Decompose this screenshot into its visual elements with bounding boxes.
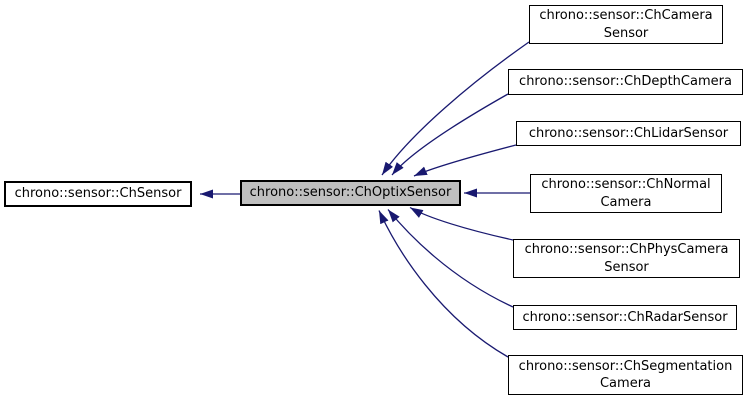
class-node-chradarsensor[interactable]: chrono::sensor::ChRadarSensor: [513, 305, 737, 330]
class-node-chcamerasensor[interactable]: chrono::sensor::ChCamera Sensor: [529, 5, 723, 44]
class-node-chnormalcamera-label: chrono::sensor::ChNormal Camera: [541, 177, 711, 210]
inheritance-arrow-chcamerasensor: [381, 41, 530, 176]
inheritance-arrow-chsegmentationcamera: [378, 210, 509, 358]
class-node-chcamerasensor-label: chrono::sensor::ChCamera Sensor: [539, 8, 713, 41]
class-node-chdepthcamera-label: chrono::sensor::ChDepthCamera: [519, 74, 732, 90]
class-node-chsensor[interactable]: chrono::sensor::ChSensor: [4, 181, 192, 207]
class-node-choptixsensor-label: chrono::sensor::ChOptixSensor: [249, 185, 452, 201]
class-node-chsegmentationcamera-label: chrono::sensor::ChSegmentation Camera: [518, 358, 733, 391]
inheritance-arrow-chlidarsensor: [413, 144, 517, 177]
class-node-chlidarsensor-label: chrono::sensor::ChLidarSensor: [528, 125, 729, 141]
class-node-chphyscamerasensor[interactable]: chrono::sensor::ChPhysCamera Sensor: [513, 239, 740, 278]
class-node-chsegmentationcamera[interactable]: chrono::sensor::ChSegmentation Camera: [508, 355, 743, 395]
class-node-chradarsensor-label: chrono::sensor::ChRadarSensor: [522, 309, 728, 325]
inheritance-arrow-chdepthcamera: [391, 93, 509, 176]
class-node-chnormalcamera[interactable]: chrono::sensor::ChNormal Camera: [530, 174, 722, 213]
class-node-chsensor-label: chrono::sensor::ChSensor: [14, 186, 182, 202]
inheritance-arrow-chradarsensor: [387, 209, 514, 308]
class-node-choptixsensor: chrono::sensor::ChOptixSensor: [240, 180, 461, 206]
class-node-chlidarsensor[interactable]: chrono::sensor::ChLidarSensor: [516, 121, 741, 146]
inheritance-arrow-chphyscamerasensor: [409, 206, 514, 241]
class-node-chdepthcamera[interactable]: chrono::sensor::ChDepthCamera: [508, 69, 743, 95]
class-node-chphyscamerasensor-label: chrono::sensor::ChPhysCamera Sensor: [524, 242, 729, 275]
